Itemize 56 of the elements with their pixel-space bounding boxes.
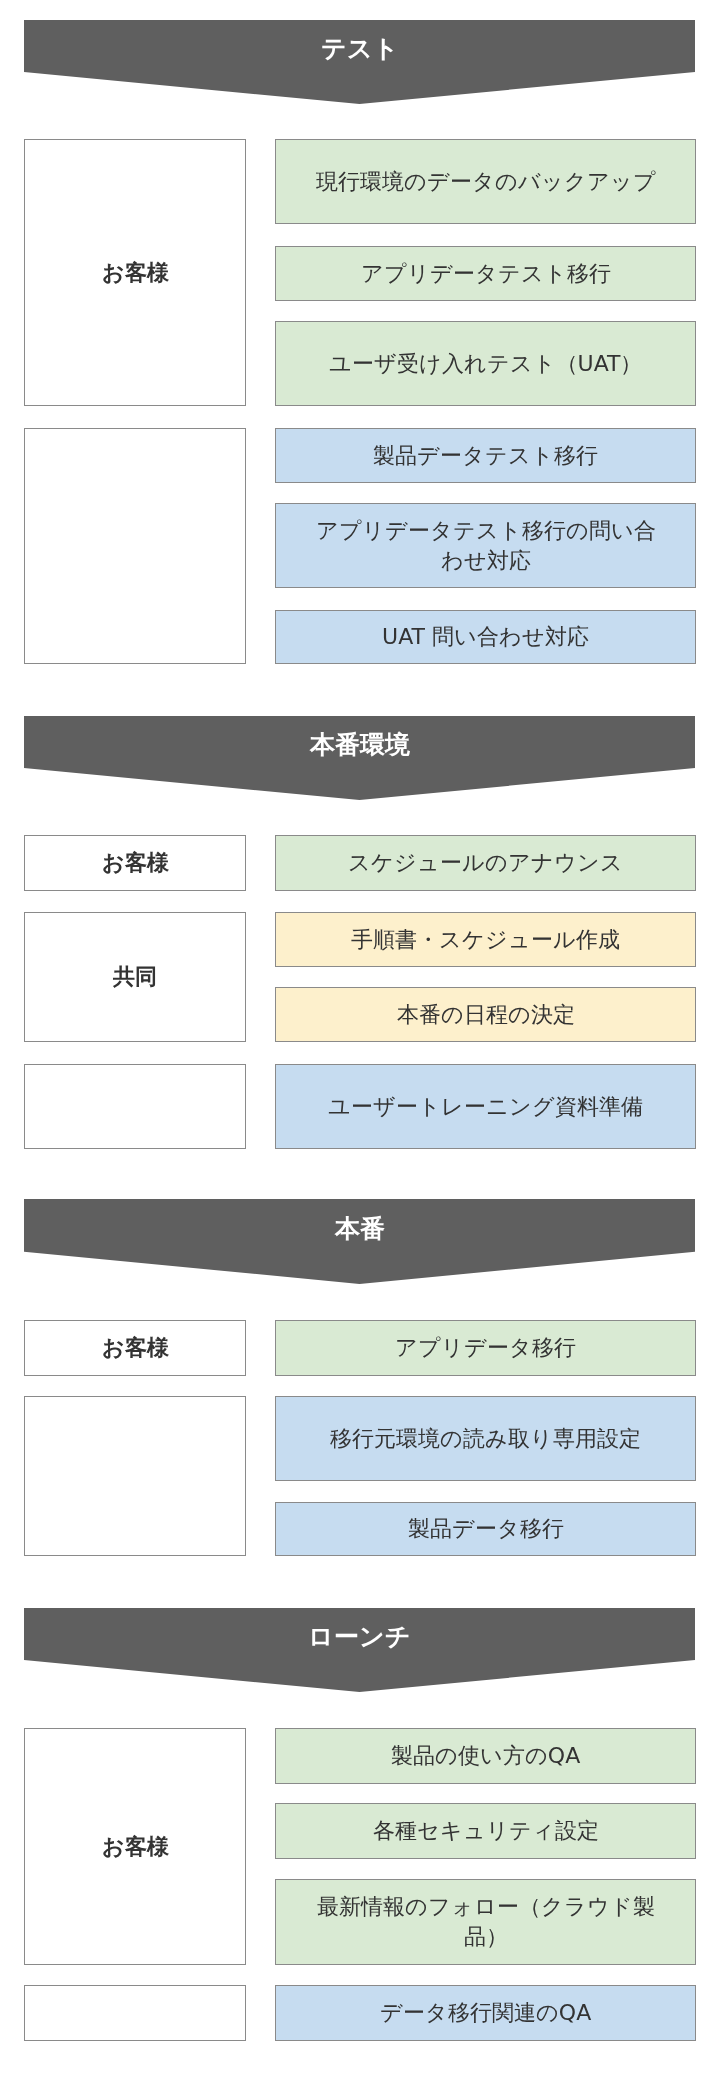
task-box	[275, 321, 696, 406]
task-label: アプリデータ移行	[394, 1334, 577, 1362]
empty-box	[24, 1396, 246, 1556]
phase-title: テスト	[319, 34, 400, 64]
role-label: 共同	[112, 963, 158, 991]
phase-banner	[24, 1199, 695, 1284]
role-box	[24, 912, 246, 1042]
task-box	[275, 139, 696, 224]
task-box	[275, 1396, 696, 1481]
empty-box	[24, 1064, 246, 1149]
role-box	[24, 835, 246, 891]
task-box	[275, 428, 696, 483]
task-label: ユーザ受け入れテスト（UAT）	[327, 349, 644, 378]
task-box	[275, 1064, 696, 1149]
role-box	[24, 1728, 246, 1965]
role-label: お客様	[100, 1334, 170, 1362]
task-box	[275, 835, 696, 891]
task-label: 各種セキュリティ設定	[371, 1817, 600, 1845]
role-box	[24, 139, 246, 406]
task-box	[275, 246, 696, 301]
empty-box	[24, 428, 246, 664]
task-label: データ移行関連のQA	[378, 1999, 593, 2027]
task-box	[275, 912, 696, 967]
task-label: スケジュールのアナウンス	[347, 849, 624, 877]
task-label: 最新情報のフォロー（クラウド製品）	[315, 1893, 656, 1951]
task-box	[275, 1879, 696, 1965]
task-label: 製品の使い方のQA	[389, 1742, 582, 1770]
task-box	[275, 1320, 696, 1376]
task-label: 手順書・スケジュール作成	[350, 925, 621, 954]
task-label: アプリデータテスト移行の問い合わせ対応	[314, 516, 657, 575]
phase-banner	[24, 716, 695, 800]
role-label: お客様	[100, 258, 170, 287]
task-label: 移行元環境の読み取り専用設定	[329, 1424, 642, 1453]
phase-title: ローンチ	[307, 1622, 412, 1652]
empty-box	[24, 1985, 246, 2041]
task-label: アプリデータテスト移行	[359, 259, 612, 288]
phase-banner	[24, 20, 695, 104]
role-box	[24, 1320, 246, 1376]
phase-title: 本番	[333, 1213, 386, 1244]
task-label: 製品データ移行	[406, 1515, 565, 1543]
task-box	[275, 610, 696, 664]
task-label: 製品データテスト移行	[372, 441, 599, 470]
role-label: お客様	[100, 849, 170, 877]
task-label: UAT 問い合わせ対応	[381, 623, 590, 651]
task-box	[275, 1803, 696, 1859]
phase-banner	[24, 1608, 695, 1692]
task-box	[275, 1502, 696, 1556]
task-box	[275, 987, 696, 1042]
task-box	[275, 1728, 696, 1784]
phase-title: 本番環境	[308, 730, 411, 760]
role-label: お客様	[100, 1832, 170, 1861]
task-box	[275, 1985, 696, 2041]
task-label: 本番の日程の決定	[395, 1000, 576, 1029]
task-label: 現行環境のデータのバックアップ	[314, 167, 657, 196]
task-box	[275, 503, 696, 588]
task-label: ユーザートレーニング資料準備	[327, 1092, 644, 1121]
